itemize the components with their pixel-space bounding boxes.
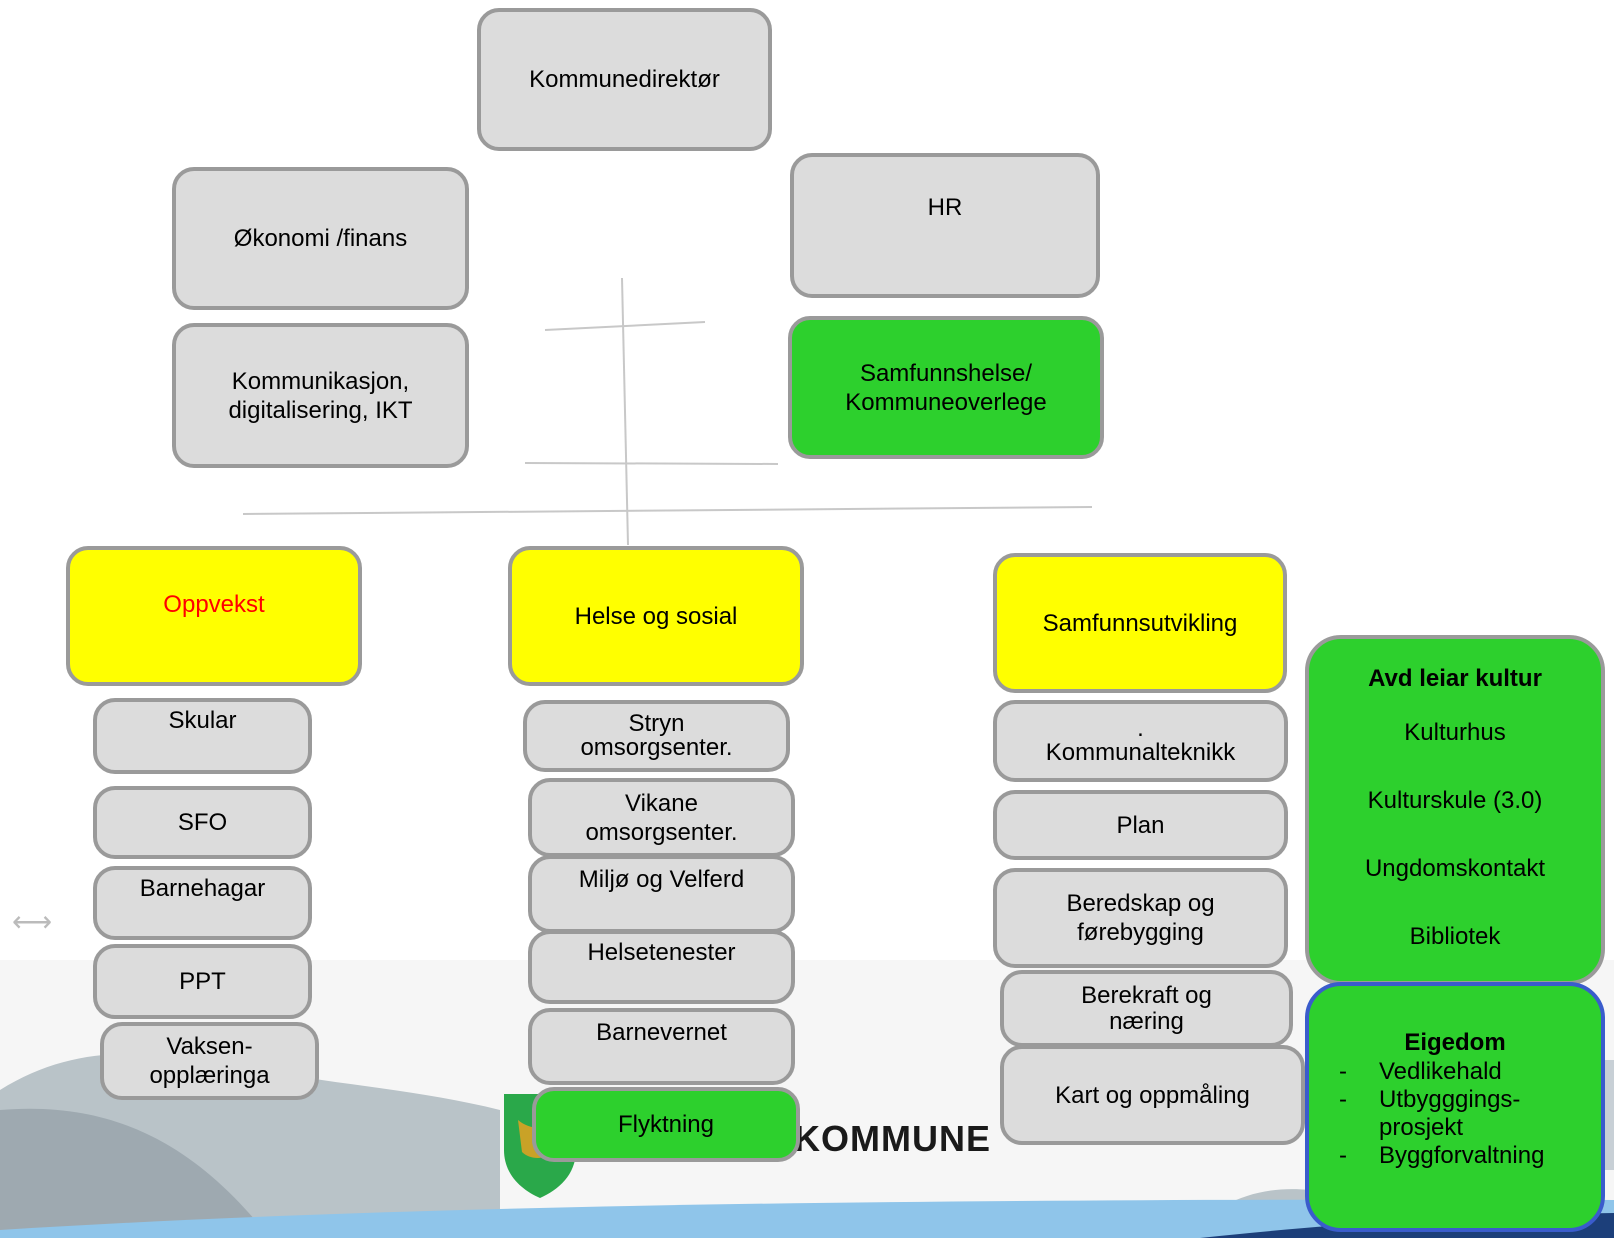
kultur-item: Kulturhus (1404, 719, 1506, 746)
kultur-title: Avd leiar kultur (1368, 665, 1542, 692)
unit-label: Berekraft og (1081, 981, 1212, 1009)
unit-barnehagar: Barnehagar (93, 866, 312, 940)
eigedom-item-continuation: prosjekt (1339, 1114, 1601, 1142)
unit-beredskap: Beredskap og førebygging (993, 868, 1288, 968)
unit-helsetenester: Helsetenester (528, 930, 795, 1004)
unit-label: PPT (179, 968, 226, 995)
unit-label: Beredskap og (1066, 890, 1215, 917)
unit-vaksenopplaeringa: Vaksen- opplæringa (100, 1022, 319, 1100)
kultur-item: Bibliotek (1409, 923, 1501, 950)
unit-vikane-omsorgsenter: Vikane omsorgsenter. (528, 778, 795, 857)
unit-label: Kart og oppmåling (1055, 1081, 1250, 1109)
unit-label: omsorgsenter. (585, 818, 738, 846)
unit-label: Stryn (628, 710, 685, 737)
node-okonomi: Økonomi /finans (172, 167, 469, 310)
kultur-item: Kulturskule (3.0) (1367, 787, 1543, 814)
unit-label: opplæringa (149, 1062, 270, 1089)
node-hr: HR (790, 153, 1100, 298)
unit-label: Helsetenester (587, 939, 736, 966)
panel-avd-leiar-kultur: Avd leiar kultur Kulturhus Kulturskule (… (1305, 635, 1605, 985)
unit-label: førebygging (1077, 919, 1204, 946)
unit-berekraft: Berekraft og næring (1000, 970, 1293, 1047)
unit-kommunalteknikk: . Kommunalteknikk (993, 700, 1288, 782)
unit-ppt: PPT (93, 944, 312, 1019)
node-label: Kommunedirektør (529, 66, 720, 93)
unit-skular: Skular (93, 698, 312, 774)
node-label: digitalisering, IKT (228, 396, 413, 424)
eigedom-item: Utbygggings- (1339, 1086, 1601, 1114)
kultur-item: Ungdomskontakt (1364, 855, 1546, 882)
unit-miljo-og-velferd: Miljø og Velferd (528, 855, 795, 933)
unit-label: Miljø og Velferd (578, 866, 745, 893)
node-label: Økonomi /finans (233, 225, 408, 252)
unit-label: omsorgsenter. (580, 734, 733, 761)
unit-label: Vikane (625, 789, 698, 817)
node-label: HR (927, 194, 963, 221)
unit-label: Vaksen- (166, 1033, 253, 1060)
node-label: Helse og sosial (574, 602, 738, 630)
node-helse-og-sosial: Helse og sosial (508, 546, 804, 686)
node-label: Samfunnshelse/ (859, 359, 1033, 387)
unit-plan: Plan (993, 790, 1288, 860)
unit-stryn-omsorgsenter: Stryn omsorgsenter. (523, 700, 790, 772)
eigedom-list: Vedlikehald Utbygggings- prosjekt Byggfo… (1309, 1058, 1601, 1170)
unit-label: næring (1109, 1007, 1184, 1035)
eigedom-item: Byggforvaltning (1339, 1142, 1601, 1170)
unit-flyktning: Flyktning (532, 1087, 800, 1162)
unit-label: Barnehagar (139, 875, 266, 902)
node-label: Kommuneoverlege (845, 388, 1047, 416)
node-label: Oppvekst (163, 591, 265, 618)
unit-label: . (1137, 715, 1144, 742)
unit-label: Skular (168, 707, 237, 734)
node-oppvekst: Oppvekst (66, 546, 362, 686)
panel-eigedom: Eigedom Vedlikehald Utbygggings- prosjek… (1305, 982, 1605, 1232)
eigedom-title: Eigedom (1404, 1029, 1506, 1056)
eigedom-item-continuation-text: prosjekt (1379, 1114, 1464, 1141)
node-label: Kommunikasjon, (231, 367, 410, 395)
double-arrow-icon: ⟷ (12, 906, 53, 937)
unit-barnevernet: Barnevernet (528, 1008, 795, 1085)
node-samfunnshelse: Samfunnshelse/ Kommuneoverlege (788, 316, 1104, 459)
unit-label: Plan (1116, 811, 1165, 839)
node-label: Samfunnsutvikling (1042, 609, 1238, 637)
unit-label: Barnevernet (596, 1019, 727, 1046)
unit-kart-og-oppmaling: Kart og oppmåling (1000, 1045, 1305, 1145)
logo-text: KOMMUNE (794, 1118, 991, 1159)
node-kommunedirektor: Kommunedirektør (477, 8, 772, 151)
node-kommunikasjon: Kommunikasjon, digitalisering, IKT (172, 323, 469, 468)
unit-sfo: SFO (93, 786, 312, 859)
unit-label: Flyktning (617, 1111, 715, 1138)
unit-label: Kommunalteknikk (1045, 739, 1236, 766)
node-samfunnsutvikling: Samfunnsutvikling (993, 553, 1287, 693)
eigedom-item: Vedlikehald (1339, 1058, 1601, 1086)
unit-label: SFO (177, 809, 228, 836)
